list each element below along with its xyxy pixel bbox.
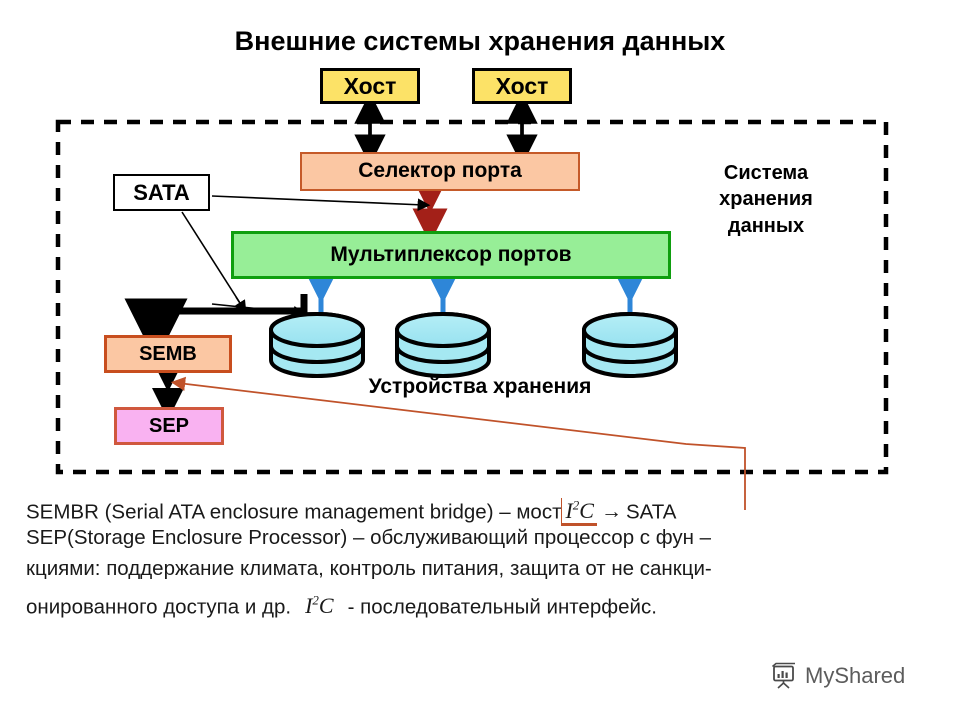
host-box-1[interactable]: Хост: [320, 68, 420, 104]
storage-system-label-line-1: Система: [723, 162, 809, 184]
i2c-symbol-1-c: C: [579, 498, 594, 524]
i2c-symbol-2-sup: 2: [312, 592, 319, 608]
storage-devices-label: Устройства хранения: [368, 375, 592, 398]
description-line-2: SEP(Storage Enclosure Processor) – обслу…: [26, 525, 712, 549]
semb-box[interactable]: SEMB: [104, 335, 232, 373]
semb-bus-elbow: [124, 294, 308, 362]
i2c-symbol-2: I2C: [291, 593, 348, 618]
i2c-to-sata-arrow-icon: →: [600, 500, 622, 524]
i2c-symbol-2-c: C: [318, 592, 334, 618]
port-selector-box[interactable]: Селектор порта: [300, 152, 580, 191]
description-line-3: кциями: поддержание климата, контроль пи…: [26, 557, 712, 580]
description-line-1: SEMBR (Serial ATA enclosure management b…: [26, 490, 942, 527]
storage-disk-3: [582, 312, 678, 378]
i2c-symbol-1-i: I: [565, 498, 573, 524]
sata-callout-to-semb-head: [234, 296, 247, 314]
i2c-symbol-1: I2C: [561, 498, 597, 527]
sata-callout-to-disk-link: [211, 303, 307, 319]
description-block: SEMBR (Serial ATA enclosure management b…: [26, 490, 942, 618]
sata-callout-to-interface: [211, 195, 431, 212]
description-line-4-text-a: онированного доступа и др.: [26, 594, 292, 618]
storage-system-label-line-2: хранения: [719, 188, 813, 211]
sata-label-box[interactable]: SATA: [113, 174, 210, 211]
storage-disk-1: [269, 312, 365, 378]
description-line-1-text-a: SEMBR (Serial ATA enclosure management b…: [26, 500, 562, 524]
storage-system-label: Система хранения данных: [672, 160, 860, 239]
i2c-symbol-2-i: I: [305, 592, 313, 618]
myshared-watermark: MyShared: [770, 662, 905, 690]
presentation-easel-icon: [771, 662, 795, 689]
description-line-1-text-b: SATA: [625, 500, 677, 524]
port-multiplexer-box[interactable]: Мультиплексор портов: [231, 231, 671, 279]
storage-system-label-line-3: данных: [727, 214, 805, 237]
description-line-4-text-b: - последовательный интерфейс.: [347, 594, 657, 618]
page-title: Внешние системы хранения данных: [234, 26, 726, 56]
storage-disk-2: [395, 312, 491, 378]
host-box-2[interactable]: Хост: [472, 68, 572, 104]
i2c-symbol-1-sup: 2: [572, 498, 580, 513]
myshared-watermark-text: MyShared: [805, 663, 906, 688]
sep-box[interactable]: SEP: [114, 407, 224, 445]
description-line-4: онированного доступа и др. I2C - последо…: [26, 585, 942, 618]
